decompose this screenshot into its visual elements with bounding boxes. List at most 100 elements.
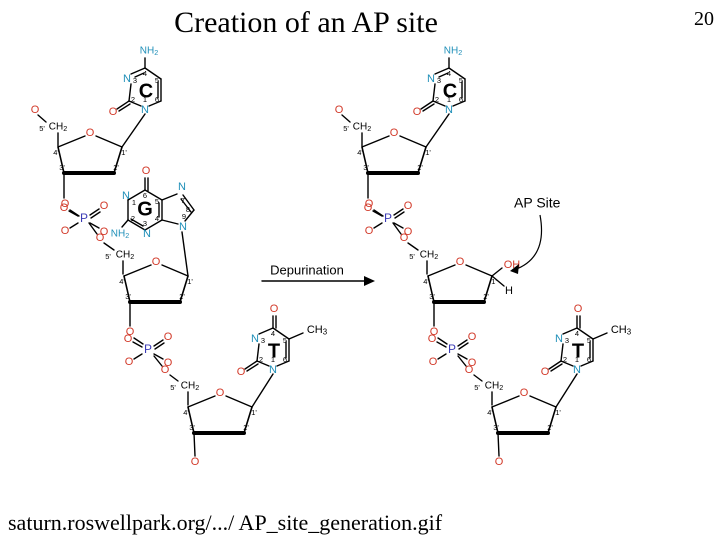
bond-line: [130, 67, 146, 75]
carbon-1prime-label: 1': [187, 277, 193, 286]
cytosine-label: C: [443, 80, 457, 102]
source-citation: saturn.roswellpark.org/.../ AP_site_gene…: [8, 510, 443, 535]
bond-line: [153, 355, 163, 367]
carbon-3prime-label: 3': [59, 163, 65, 172]
bond-line: [144, 219, 163, 231]
bond-line: [256, 343, 260, 362]
bond-line: [181, 231, 189, 277]
bond-line: [548, 360, 562, 370]
carbonyl-oxygen-atom: O: [574, 303, 583, 315]
bond-line: [457, 353, 468, 360]
ring-nitrogen-n1: N: [573, 364, 581, 376]
bond-line: [434, 67, 450, 75]
ring-position-5: 5: [155, 197, 159, 206]
ring-nitrogen-n1: N: [269, 364, 277, 376]
bridging-oxygen-atom: O: [365, 198, 374, 210]
slide-title: Creation of an AP site: [174, 6, 438, 39]
bond-line: [123, 275, 131, 303]
carbon-4prime-label: 4': [423, 277, 429, 286]
bond-line: [89, 222, 100, 229]
bond-line: [497, 432, 500, 457]
carbon-2prime-label: 2': [483, 292, 489, 301]
carbonyl-oxygen-atom: O: [413, 106, 422, 118]
cytosine-label: C: [139, 80, 153, 102]
ring-nitrogen-n7: N: [178, 181, 186, 193]
phosphorus-atom: P: [80, 211, 88, 225]
depurination-reaction: Depurination: [261, 262, 375, 286]
bridging-oxygen-atom: O: [61, 198, 70, 210]
carbon-5prime-label: 5': [39, 124, 45, 133]
carbon-4prime-label: 4': [487, 408, 493, 417]
bond-line: [169, 374, 179, 382]
ring-position-3: 3: [565, 336, 569, 345]
bond-line: [133, 353, 143, 360]
bond-line: [246, 363, 259, 372]
ring-nitrogen-n1: N: [141, 104, 149, 116]
ring-position-5: 5: [587, 336, 591, 345]
ring-oxygen-atom: O: [152, 256, 161, 268]
bond-line: [394, 211, 405, 219]
ring-nitrogen-n3: N: [427, 73, 435, 85]
carbon-1prime-label: 1': [251, 408, 257, 417]
bond-line: [427, 275, 435, 303]
bond-line: [134, 72, 145, 78]
bond-line: [436, 341, 447, 348]
terminal-oxygen-atom: O: [31, 104, 40, 116]
ring-position-2: 2: [131, 214, 135, 223]
carbon-1prime-label: 1': [425, 148, 431, 157]
bond-line: [417, 146, 427, 174]
carbon-2prime-label: 2': [243, 423, 249, 432]
bond-line: [113, 146, 123, 174]
bond-line: [448, 67, 466, 80]
bond-line: [420, 100, 434, 110]
methylene-group: CH2: [49, 122, 67, 133]
bond-line: [187, 406, 195, 434]
carbon-3prime-label: 3': [125, 292, 131, 301]
methyl-group: CH3: [611, 324, 632, 337]
bond-line: [193, 432, 196, 457]
carbon-4prime-label: 4': [357, 148, 363, 157]
carbon-4prime-label: 4': [119, 277, 125, 286]
bond-line: [69, 222, 79, 229]
bond-line: [118, 103, 131, 112]
bond-line: [361, 146, 369, 174]
bond-line: [130, 218, 144, 227]
bond-line: [103, 242, 115, 251]
bond-line: [407, 242, 419, 251]
thymine-label: T: [268, 340, 280, 362]
methylene-group: CH2: [353, 122, 371, 133]
carbon-2prime-label: 2': [547, 423, 553, 432]
ring-position-3: 3: [133, 76, 137, 85]
ring-position-1: 1: [271, 355, 275, 364]
bond-line: [432, 83, 436, 102]
phosphate-oxygen-atom: O: [61, 225, 70, 237]
ring-position-1: 1: [143, 95, 147, 104]
phosphate-oxygen-atom: O: [468, 331, 477, 343]
bond-line: [592, 332, 608, 340]
bond-line: [452, 100, 466, 107]
bond-line: [473, 374, 483, 382]
ring-position-6: 6: [143, 191, 147, 200]
carbon-5prime-label: 5': [409, 252, 415, 261]
bond-line: [88, 222, 98, 235]
bond-line: [184, 209, 195, 222]
bond-line: [425, 113, 450, 148]
phosphate-oxygen-atom: O: [164, 357, 173, 369]
bond-line: [154, 342, 165, 350]
phosphate-oxygen-atom: O: [364, 202, 373, 214]
bond-line: [580, 360, 594, 367]
phosphate-oxygen-atom: O: [429, 356, 438, 368]
ring-position-2: 2: [131, 95, 135, 104]
ring-oxygen-atom: O: [390, 127, 399, 139]
ring-oxygen-atom: O: [456, 256, 465, 268]
bridging-oxygen-atom: O: [465, 364, 474, 376]
carbonyl-oxygen-atom: O: [109, 106, 118, 118]
methylene-group: CH2: [420, 250, 438, 261]
bond-line: [144, 67, 162, 80]
bond-line: [458, 342, 469, 350]
ring-position-4: 4: [447, 69, 451, 78]
ring-oxygen-atom: O: [86, 127, 95, 139]
ring-oxygen-atom: O: [216, 387, 225, 399]
